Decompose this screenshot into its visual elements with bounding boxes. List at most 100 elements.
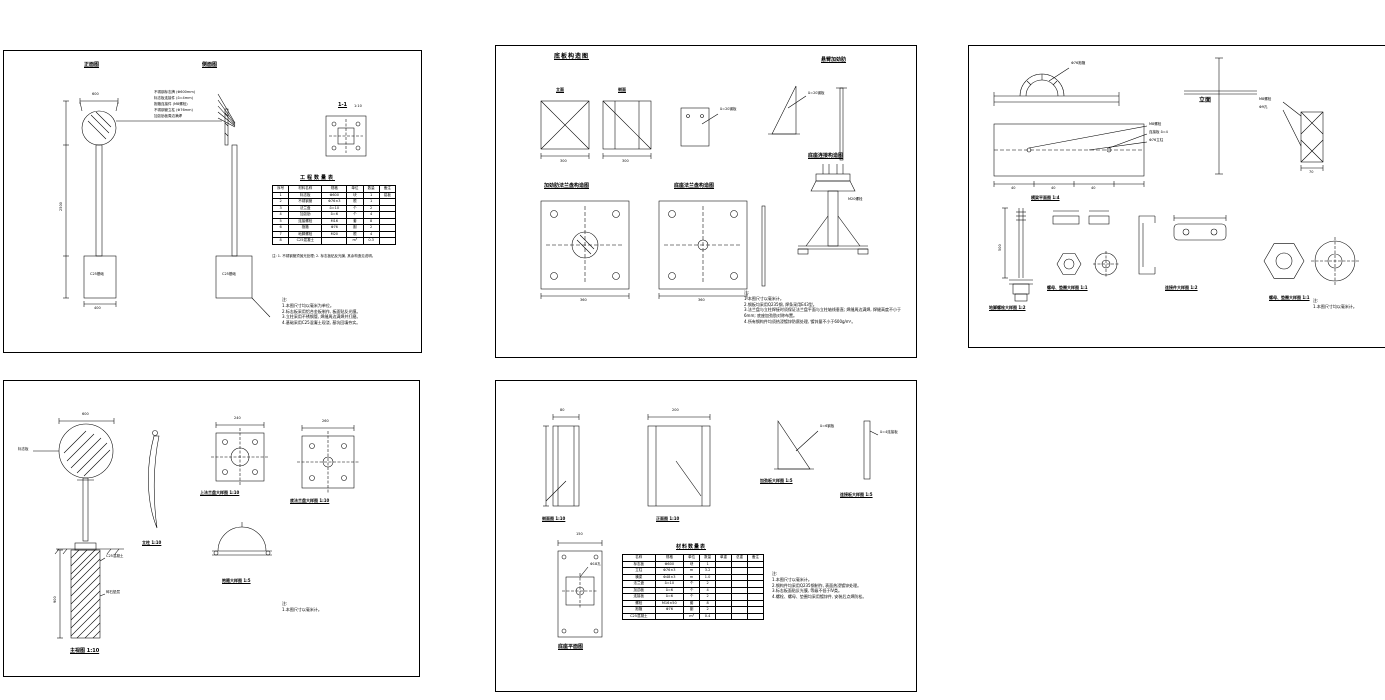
p2-thin-post bbox=[836, 87, 847, 161]
sheet-notes: 注:1.本图尺寸以毫米计。 bbox=[282, 601, 402, 613]
dim-label: 900 bbox=[53, 596, 57, 603]
view-label-side: 侧面 bbox=[618, 87, 626, 92]
dim-label: 260 bbox=[322, 419, 329, 423]
note-line: 1.本图尺寸以毫米计。 bbox=[744, 295, 784, 301]
sheet-title: 底板构造图 bbox=[554, 53, 590, 60]
p3-anchor-bolt bbox=[1002, 207, 1033, 302]
leader-text: Φ76立柱 bbox=[1149, 138, 1164, 142]
note-line: 4.螺栓、螺母、垫圈均采用镀锌件, 安装后点焊防松。 bbox=[772, 594, 867, 600]
dim-label: 2500 bbox=[59, 202, 63, 211]
sheet-5-bracket-materials: 80 200 侧面图 1:10 正面图 1:10 δ=6钢板 加劲板大样图 1:… bbox=[495, 380, 917, 692]
detail-label: 螺母、垫圈大样图 1:1 bbox=[1269, 295, 1310, 300]
table-cell bbox=[747, 573, 764, 581]
note-line: 1.本图尺寸均以毫米为单位。 bbox=[282, 302, 334, 308]
p3-side-plate bbox=[1282, 101, 1324, 171]
dim-label: 40 bbox=[1011, 186, 1016, 190]
table-cell bbox=[654, 612, 685, 620]
leader-text: Φ9孔 bbox=[1259, 105, 1268, 109]
view-label-front: 立面 bbox=[556, 87, 564, 92]
p5-base-plan bbox=[557, 540, 603, 638]
dim-label: 150 bbox=[576, 532, 583, 536]
leader-text: 标志板 bbox=[18, 447, 29, 451]
note-line: 1.本图尺寸以毫米计。 bbox=[772, 576, 812, 582]
leader-text: M8螺栓 bbox=[1149, 122, 1162, 126]
dim-label: 400 bbox=[94, 306, 101, 310]
table-cell: 加劲板 bbox=[622, 586, 656, 594]
note-line: 2.标志板采用铝合金板制作, 板面贴反光膜。 bbox=[282, 308, 361, 314]
note-line: 1.本图尺寸以毫米计。 bbox=[282, 606, 322, 612]
table-cell: m³ bbox=[346, 237, 364, 245]
table-header-cell: 备注 bbox=[747, 554, 764, 562]
table-footnote: 注: 1. 不锈钢管须抛光处理; 2. 标志板贴反光膜, 其余构造见说明。 bbox=[272, 254, 418, 259]
note-line: 注: bbox=[282, 601, 288, 606]
table-cell bbox=[747, 580, 764, 588]
p5-conn-detail bbox=[863, 420, 879, 480]
table-cell: C25混凝土 bbox=[288, 237, 323, 245]
note-line: 注: bbox=[282, 297, 288, 302]
note-line: 2.钢构件均采用Q235钢制作, 表面热浸镀锌处理。 bbox=[772, 582, 862, 588]
dim-label: 240 bbox=[234, 416, 241, 420]
p4-flange-top bbox=[211, 422, 269, 486]
table-cell: 螺栓 bbox=[622, 599, 656, 607]
detail-label: 螺母、垫圈大样图 1:1 bbox=[1047, 285, 1088, 290]
note-line: 注: bbox=[744, 290, 750, 295]
sheet-2-base-plate: 底板构造图 悬臂加劲肋 立面 侧面 δ=20钢板 δ=20钢板 底座连接构造图 … bbox=[495, 45, 917, 358]
detail-label: 连接板大样图 1:5 bbox=[840, 492, 873, 497]
table-cell: C25混凝土 bbox=[622, 612, 656, 620]
leader-text: Φ76抱箍 bbox=[1071, 61, 1086, 65]
detail-label: 抱箍大样图 1:5 bbox=[222, 578, 251, 583]
table-cell: 0.3 bbox=[362, 237, 380, 245]
table-cell bbox=[747, 586, 764, 594]
table-cell bbox=[715, 612, 733, 620]
dim-label: 70 bbox=[1309, 170, 1314, 174]
sheet-1-sign-structure: 正面图 侧面图 不锈钢标志牌 (Φ600mm) 标志板连接件 (δ=4mm) 抱… bbox=[3, 50, 422, 353]
dim-label: 80 bbox=[560, 408, 565, 412]
leader-text: Φ18孔 bbox=[590, 562, 601, 566]
note-line: 2.钢板均采用Q235钢, 焊条采用E43型。 bbox=[744, 301, 817, 307]
table-cell bbox=[747, 612, 764, 620]
p3-linework bbox=[993, 57, 1359, 302]
table-cell: 立柱 bbox=[622, 567, 656, 575]
p5-side-detail bbox=[543, 414, 580, 507]
detail-title: 1-1 bbox=[338, 102, 348, 108]
p4-main-view bbox=[33, 418, 124, 639]
foundation-label: C25基础 bbox=[222, 272, 236, 276]
p2-linework bbox=[540, 85, 869, 299]
sub-title: 悬臂加劲肋 bbox=[821, 57, 847, 63]
note-line: 注: bbox=[1313, 298, 1319, 303]
p3-channel-section bbox=[1138, 215, 1156, 275]
p3-front-cross bbox=[1184, 57, 1257, 175]
p2-rib-flange-plate bbox=[540, 200, 630, 299]
note-line: 注: bbox=[772, 571, 778, 576]
leader-text: C25混凝土 bbox=[106, 554, 124, 558]
sheet-4-sign-foundation: 标志板 600 C25混凝土 碎石垫层 900 主视图 1:10 立柱 1:10… bbox=[3, 380, 420, 677]
foundation-label: C25基础 bbox=[90, 272, 104, 276]
dim-label: 600 bbox=[82, 412, 89, 416]
p1-annotation-leaders bbox=[217, 93, 236, 128]
detail-label: 连接件大样图 1:2 bbox=[1165, 285, 1198, 290]
note-line: 3.法兰盘与立柱焊接时须保证法兰盘平面与立柱轴线垂直; 焊缝周边满焊, 焊缝高度… bbox=[744, 307, 901, 319]
table-cell: 8 bbox=[271, 237, 290, 245]
table-cell bbox=[378, 237, 397, 245]
table-cell bbox=[747, 599, 764, 607]
annotation: 不锈钢管立柱 (Φ76mm) bbox=[154, 108, 193, 112]
table-title: 材料数量表 bbox=[676, 544, 707, 550]
detail-label: 底座连接构造图 bbox=[808, 153, 844, 159]
table-cell bbox=[747, 593, 764, 601]
view-label: 主视图 1:10 bbox=[70, 648, 100, 654]
p3-nut-washer-big bbox=[1263, 237, 1359, 285]
leader-text: 碎石垫层 bbox=[106, 590, 120, 594]
detail-scale: 1:10 bbox=[354, 104, 362, 108]
p5-front-detail bbox=[647, 414, 711, 507]
table-footnote-text: 注: 1. 不锈钢管须抛光处理; 2. 标志板贴反光膜, 其余构造见说明。 bbox=[272, 254, 376, 258]
table-cell bbox=[731, 612, 748, 620]
